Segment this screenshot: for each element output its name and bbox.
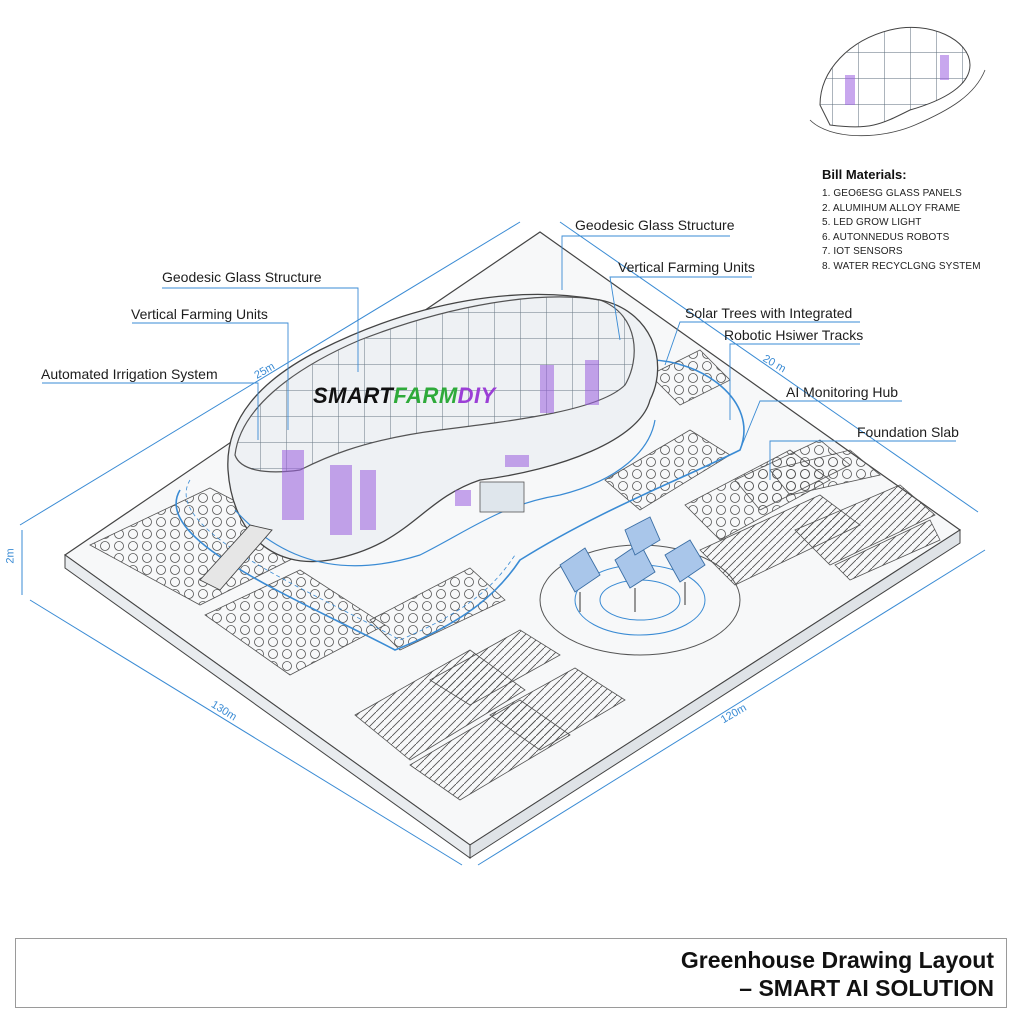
callout-robotic-tracks: Robotic Hsiwer Tracks — [724, 327, 864, 343]
led-vertical-farm-units — [282, 360, 599, 535]
bom-item: 6. AUTONNEDUS ROBOTS — [822, 231, 950, 243]
callout-geodesic-top: Geodesic Glass Structure — [575, 217, 735, 233]
building-thumbnail — [809, 26, 986, 137]
greenhouse-building — [227, 293, 659, 567]
title-line-1: Greenhouse Drawing Layout — [680, 947, 994, 973]
bom-item: 7. IOT SENSORS — [822, 246, 903, 258]
watermark-part-smart: SMART — [313, 383, 394, 408]
bom-item: 8. WATER RECYCLGNG SYSTEM — [822, 260, 981, 272]
dimension-height: 2m — [4, 548, 17, 564]
callout-solar-trees: Solar Trees with Integrated — [685, 305, 853, 321]
callout-irrigation: Automated Irrigation System — [41, 366, 218, 382]
solar-trees — [539, 516, 741, 656]
bom-item: 1. GEO6ESG GLASS PANELS — [822, 188, 962, 199]
title-line-2: – SMART AI SOLUTION — [739, 975, 994, 1001]
callout-foundation: Foundation Slab — [857, 424, 959, 440]
foundation-slab — [63, 231, 962, 859]
bom-item: 5. LED GROW LIGHT — [822, 217, 922, 229]
title-block: Greenhouse Drawing Layout – SMART AI SOL… — [15, 938, 1007, 1008]
callout-geodesic-left: Geodesic Glass Structure — [162, 269, 322, 285]
watermark-part-diy: DIY — [457, 383, 496, 408]
callout-leader-lines — [42, 235, 956, 480]
dimension-lines — [19, 221, 986, 866]
callout-ai-hub: AI Monitoring Hub — [786, 384, 899, 400]
irrigation-track — [175, 359, 745, 651]
bom-item: 2. ALUMIHUM ALLOY FRAME — [822, 202, 961, 214]
smartfarmdiy-watermark: SMARTFARMDIY — [313, 383, 496, 409]
bill-of-materials: Bill Materials: 1. GEO6ESG GLASS PANELS … — [822, 167, 1012, 275]
entrance-ramp — [199, 524, 273, 591]
watermark-part-farm: FARM — [393, 383, 458, 408]
bom-title: Bill Materials: — [822, 167, 907, 182]
callout-vertical-left: Vertical Farming Units — [131, 306, 268, 322]
bom-list: 1. GEO6ESG GLASS PANELS 2. ALUMIHUM ALLO… — [822, 187, 1012, 275]
callout-vertical-right: Vertical Farming Units — [618, 259, 755, 275]
